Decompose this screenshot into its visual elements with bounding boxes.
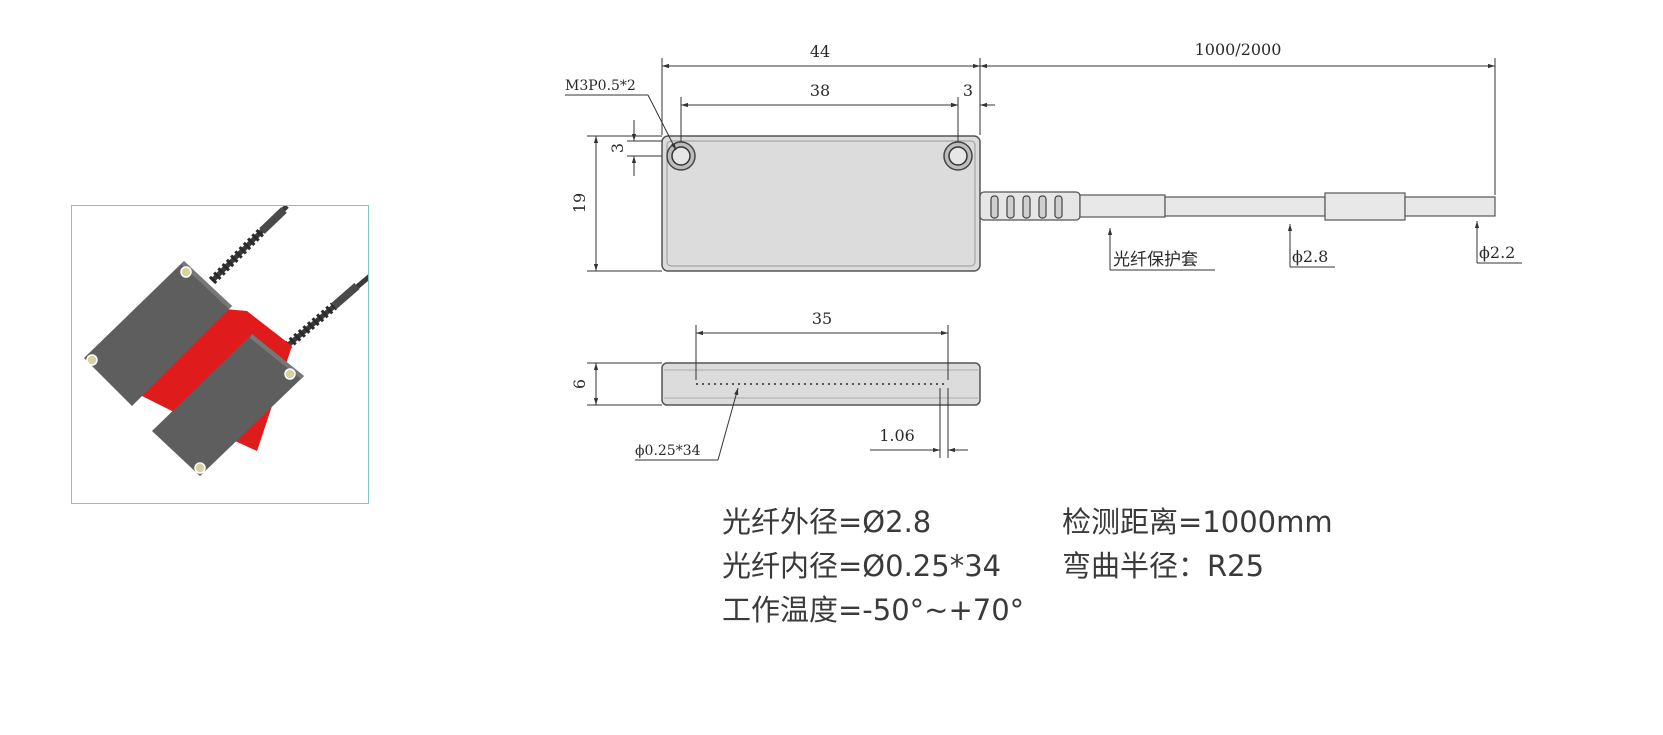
dim-fiber-array-length: 35 (812, 309, 832, 328)
mounting-hole-left (666, 141, 696, 171)
dim-fiber-pitch-offset: 1.06 (879, 426, 915, 445)
upper-sensor-block (84, 261, 232, 406)
dim-hole-edge-offset: 3 (963, 81, 973, 100)
lower-cable (284, 274, 368, 350)
dim-overall-length: 44 (810, 42, 830, 61)
spec-inner-diameter: 光纤内径=Ø0.25*34 (722, 549, 1002, 583)
dim-cable-length: 1000/2000 (1195, 40, 1282, 59)
spec-outer-diameter: 光纤外径=Ø2.8 (722, 505, 932, 539)
dim-thickness: 6 (570, 379, 589, 389)
cable-diameter-2: ϕ2.2 (1479, 243, 1515, 262)
product-photo-frame (71, 205, 369, 504)
spec-detect-distance: 检测距离=1000mm (1062, 505, 1333, 539)
fiber-sensor-photo (84, 206, 368, 476)
side-view-body (661, 362, 981, 406)
fiber-spec-label: ϕ0.25*34 (635, 443, 701, 459)
sheath-label: 光纤保护套 (1113, 250, 1198, 270)
spec-bend-radius: 弯曲半径：R25 (1062, 549, 1265, 583)
top-view-body (661, 135, 981, 272)
dim-hole-vertical: 3 (608, 143, 627, 153)
cable-diameter-1: ϕ2.8 (1292, 247, 1328, 266)
lower-sensor-block (152, 334, 304, 476)
cable-body (1079, 192, 1496, 221)
mounting-hole-right (943, 141, 973, 171)
dim-hole-spacing: 38 (810, 81, 830, 100)
thread-spec-label: M3P0.5*2 (565, 78, 636, 94)
cable-sheath (979, 191, 1081, 221)
upper-cable (208, 206, 289, 285)
dim-body-height: 19 (570, 193, 589, 213)
spec-temperature: 工作温度=-50°~+70° (722, 593, 1025, 627)
